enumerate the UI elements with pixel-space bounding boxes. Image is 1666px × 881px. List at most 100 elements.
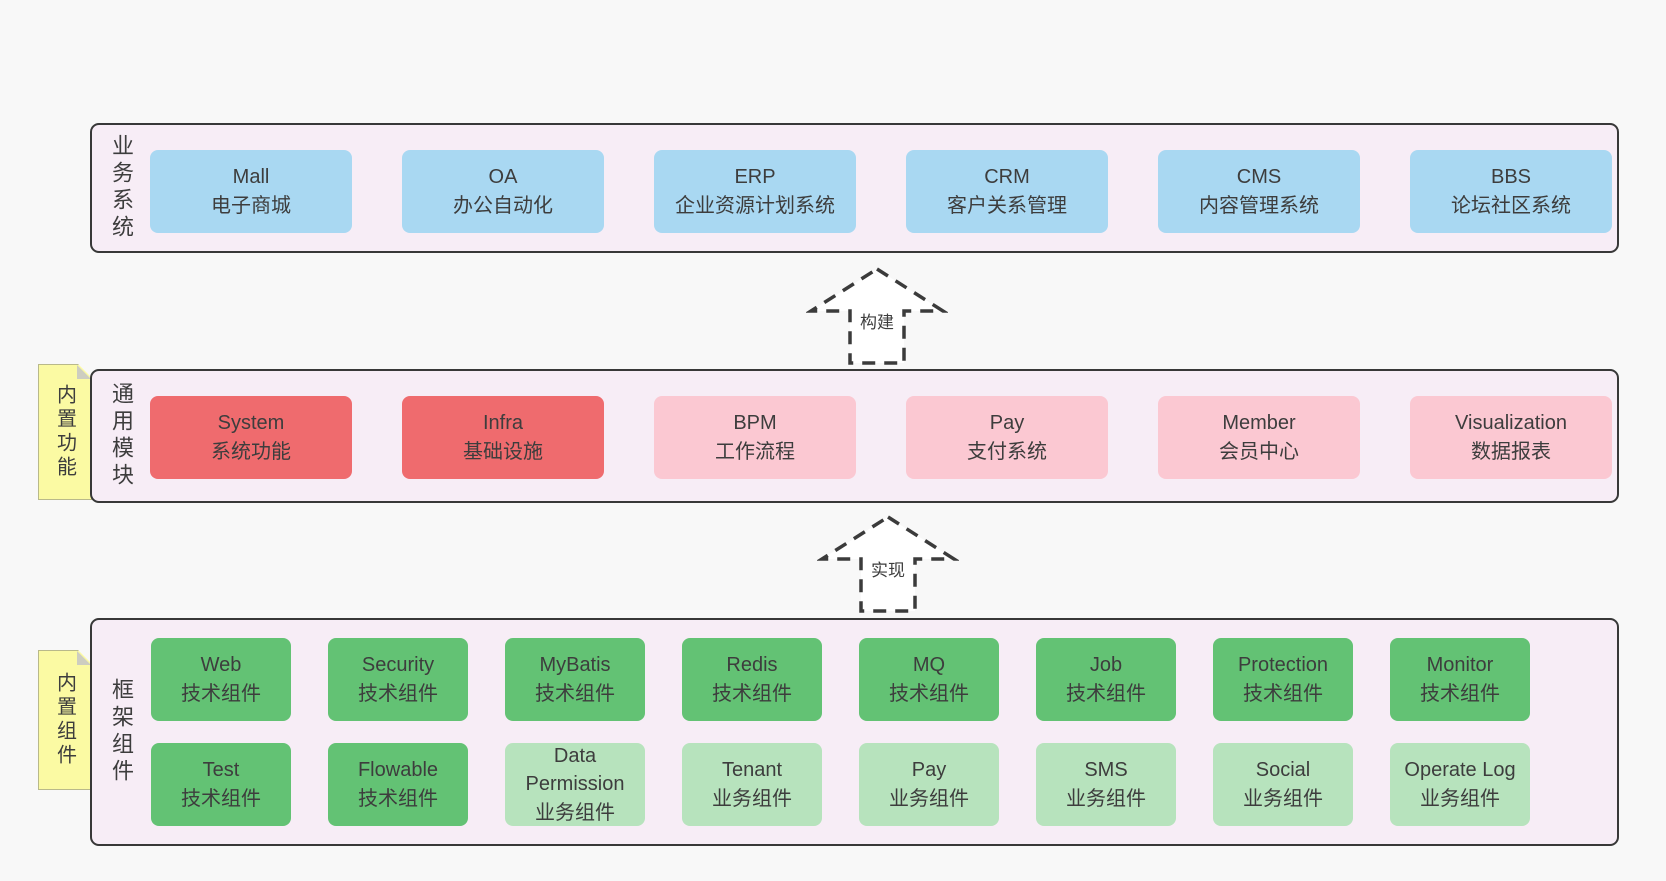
business-box-erp: ERP 企业资源计划系统 (654, 150, 856, 233)
box-desc: 企业资源计划系统 (675, 194, 835, 217)
box-name: Security (361, 654, 435, 677)
component-box-monitor: Monitor 技术组件 (1390, 638, 1530, 721)
note-built-in-components: 内置组件 (38, 650, 92, 790)
box-desc: 会员中心 (1219, 440, 1299, 463)
component-box-redis: Redis 技术组件 (682, 638, 822, 721)
module-box-system: System 系统功能 (150, 396, 352, 479)
box-name: Tenant (721, 759, 783, 782)
component-box-operate-log: Operate Log 业务组件 (1390, 743, 1530, 826)
box-desc: 技术组件 (1066, 682, 1146, 705)
box-name: Mall (232, 166, 270, 189)
layer-common-modules-label: 通用模块 (109, 382, 134, 490)
box-desc: 电子商城 (211, 194, 291, 217)
component-box-test: Test 技术组件 (151, 743, 291, 826)
box-desc: 客户关系管理 (947, 194, 1067, 217)
box-desc: 业务组件 (535, 801, 615, 824)
box-name: Social (1255, 759, 1311, 782)
component-box-mybatis: MyBatis 技术组件 (505, 638, 645, 721)
component-box-protection: Protection 技术组件 (1213, 638, 1353, 721)
component-box-flowable: Flowable 技术组件 (328, 743, 468, 826)
box-desc: 业务组件 (889, 787, 969, 810)
component-box-tenant: Tenant 业务组件 (682, 743, 822, 826)
business-box-bbs: BBS 论坛社区系统 (1410, 150, 1612, 233)
framework-components-row-2: Test 技术组件 Flowable 技术组件 Data Permission … (151, 743, 1530, 826)
box-name: BPM (733, 412, 777, 435)
layer-business-systems-label: 业务系统 (109, 134, 134, 242)
box-name: OA (488, 166, 518, 189)
business-box-crm: CRM 客户关系管理 (906, 150, 1108, 233)
component-box-sms: SMS 业务组件 (1036, 743, 1176, 826)
module-box-visualization: Visualization 数据报表 (1410, 396, 1612, 479)
component-box-data-permission: Data Permission 业务组件 (505, 743, 645, 826)
arrow-build: 构建 (806, 266, 948, 366)
box-desc: 业务组件 (1066, 787, 1146, 810)
box-name: Redis (726, 654, 778, 677)
note-built-in-features: 内置功能 (38, 364, 92, 500)
box-desc: 技术组件 (535, 682, 615, 705)
box-name: SMS (1084, 759, 1128, 782)
box-desc: 技术组件 (889, 682, 969, 705)
box-desc: 基础设施 (463, 440, 543, 463)
box-name: BBS (1490, 166, 1532, 189)
box-desc: 数据报表 (1471, 440, 1551, 463)
box-desc: 支付系统 (967, 440, 1047, 463)
box-name: Flowable (357, 759, 439, 782)
module-box-bpm: BPM 工作流程 (654, 396, 856, 479)
arrow-implement-label: 实现 (868, 556, 908, 581)
framework-components-row-1: Web 技术组件 Security 技术组件 MyBatis 技术组件 Redi… (151, 638, 1530, 721)
box-desc: 技术组件 (181, 682, 261, 705)
box-desc: 技术组件 (1420, 682, 1500, 705)
box-desc: 办公自动化 (453, 194, 553, 217)
box-name: System (217, 412, 285, 435)
box-desc: 工作流程 (715, 440, 795, 463)
common-modules-row: System 系统功能 Infra 基础设施 BPM 工作流程 Pay 支付系统… (150, 396, 1612, 479)
box-desc: 技术组件 (712, 682, 792, 705)
business-box-mall: Mall 电子商城 (150, 150, 352, 233)
box-name: Web (200, 654, 242, 677)
note-built-in-components-label: 内置组件 (53, 672, 76, 768)
business-systems-row: Mall 电子商城 OA 办公自动化 ERP 企业资源计划系统 CRM 客户关系… (150, 150, 1612, 233)
box-desc: 系统功能 (211, 440, 291, 463)
business-box-oa: OA 办公自动化 (402, 150, 604, 233)
module-box-pay: Pay 支付系统 (906, 396, 1108, 479)
module-box-infra: Infra 基础设施 (402, 396, 604, 479)
box-name: Visualization (1455, 412, 1567, 435)
box-desc: 业务组件 (1420, 787, 1500, 810)
box-name: MQ (912, 654, 946, 677)
box-name: MyBatis (539, 654, 611, 677)
box-name: Infra (482, 412, 524, 435)
arrow-build-label: 构建 (857, 308, 897, 333)
box-name: Test (202, 759, 240, 782)
component-box-pay: Pay 业务组件 (859, 743, 999, 826)
box-name: Pay (989, 412, 1025, 435)
arrow-implement: 实现 (817, 514, 959, 614)
note-built-in-features-label: 内置功能 (53, 384, 76, 480)
business-box-cms: CMS 内容管理系统 (1158, 150, 1360, 233)
box-desc: 内容管理系统 (1199, 194, 1319, 217)
box-desc: 技术组件 (181, 787, 261, 810)
layer-framework-components-label: 框架组件 (109, 678, 134, 786)
component-box-social: Social 业务组件 (1213, 743, 1353, 826)
box-desc: 技术组件 (358, 682, 438, 705)
box-desc: 业务组件 (712, 787, 792, 810)
component-box-mq: MQ 技术组件 (859, 638, 999, 721)
component-box-security: Security 技术组件 (328, 638, 468, 721)
box-name: Pay (911, 759, 947, 782)
box-name: CMS (1236, 166, 1282, 189)
box-name: CRM (984, 166, 1030, 189)
component-box-job: Job 技术组件 (1036, 638, 1176, 721)
box-name: Member (1222, 412, 1296, 435)
layer-business-systems: 业务系统 Mall 电子商城 OA 办公自动化 ERP 企业资源计划系统 CRM… (90, 123, 1619, 253)
box-name: Operate Log (1404, 759, 1516, 782)
layer-common-modules: 通用模块 System 系统功能 Infra 基础设施 BPM 工作流程 Pay… (90, 369, 1619, 503)
box-desc: 技术组件 (1243, 682, 1323, 705)
module-box-member: Member 会员中心 (1158, 396, 1360, 479)
box-name: Data Permission (525, 744, 625, 796)
box-name: ERP (734, 166, 776, 189)
box-name: Protection (1237, 654, 1329, 677)
component-box-web: Web 技术组件 (151, 638, 291, 721)
box-desc: 业务组件 (1243, 787, 1323, 810)
layer-framework-components: 框架组件 Web 技术组件 Security 技术组件 MyBatis 技术组件… (90, 618, 1619, 846)
box-name: Job (1089, 654, 1123, 677)
